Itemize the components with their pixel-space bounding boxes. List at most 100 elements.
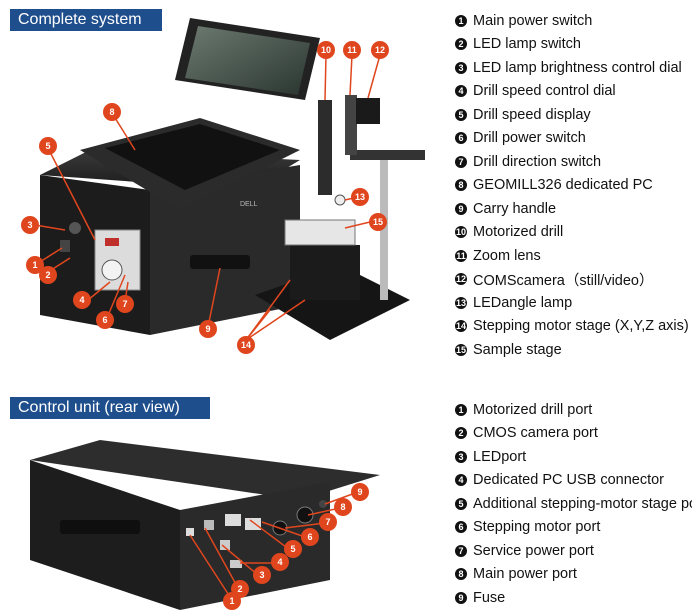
legend-label: Stepping motor stage (X,Y,Z axis) [473, 318, 689, 335]
legend-item: 8 GEOMILL326 dedicated PC [455, 174, 689, 198]
camera-port [204, 520, 214, 530]
legend-number: 6 [455, 132, 467, 145]
legend-item: 1 Motorized drill port [455, 398, 692, 422]
svg-text:14: 14 [241, 340, 251, 350]
stepping-motor-stage [290, 245, 360, 300]
legend-label: Drill direction switch [473, 153, 602, 170]
svg-text:1: 1 [229, 596, 234, 606]
legend-label: Service power port [473, 542, 594, 559]
legend-label: LEDport [473, 448, 527, 465]
legend-number: 7 [455, 155, 467, 168]
svg-text:12: 12 [375, 45, 385, 55]
legend-item: 4 Drill speed control dial [455, 80, 689, 104]
legend-label: COMScamera（still/video） [473, 272, 654, 289]
callout-badges: 1 2 3 4 5 6 7 8 9 10 11 12 13 14 15 1 2 … [21, 41, 389, 610]
legend-number: 4 [455, 474, 467, 487]
legend-label: Drill speed control dial [473, 83, 616, 100]
legend-label: Stepping motor port [473, 519, 601, 536]
legend-number: 2 [455, 427, 467, 440]
legend-label: Motorized drill port [473, 401, 593, 418]
section-title-complete-system: Complete system [10, 9, 162, 31]
legend-item: 12 COMScamera（still/video） [455, 268, 689, 292]
zoom-lens [345, 95, 357, 155]
svg-text:7: 7 [325, 517, 330, 527]
svg-text:13: 13 [355, 192, 365, 202]
legend-label: CMOS camera port [473, 425, 598, 442]
main-power-switch [60, 240, 70, 252]
legend-item: 6 Drill power switch [455, 127, 689, 151]
svg-text:7: 7 [122, 299, 127, 309]
svg-text:9: 9 [205, 324, 210, 334]
legend-item: 4 Dedicated PC USB connector [455, 469, 692, 493]
legend-number: 11 [455, 249, 467, 262]
main-power-port [296, 506, 314, 524]
legend-item: 8 Main power port [455, 563, 692, 587]
svg-text:6: 6 [102, 315, 107, 325]
motorized-drill [318, 100, 332, 195]
callout-lines [34, 54, 381, 601]
laptop-keyboard [105, 124, 280, 190]
stage-port-1 [225, 514, 241, 526]
legend-label: Main power port [473, 566, 577, 583]
speed-display [105, 238, 119, 246]
legend-number: 8 [455, 568, 467, 581]
legend-number: 4 [455, 85, 467, 98]
legend-item: 14 Stepping motor stage (X,Y,Z axis) [455, 315, 689, 339]
legend-label: Additional stepping-motor stage por [473, 495, 692, 512]
legend-number: 6 [455, 521, 467, 534]
svg-text:8: 8 [340, 502, 345, 512]
legend-number: 9 [455, 202, 467, 215]
svg-text:8: 8 [109, 107, 114, 117]
rear-box-top [30, 440, 380, 500]
legend-item: 5 Additional stepping-motor stage por [455, 492, 692, 516]
laptop-screen [185, 26, 310, 95]
legend-number: 14 [455, 320, 467, 333]
legend-label: GEOMILL326 dedicated PC [473, 177, 653, 194]
legend-label: Drill speed display [473, 106, 591, 123]
complete-system-photo: DELL [40, 18, 425, 340]
legend-number: 8 [455, 179, 467, 192]
legend-number: 9 [455, 591, 467, 604]
carry-handle [190, 255, 250, 269]
stage-port-2 [245, 518, 261, 530]
legend-number: 12 [455, 273, 467, 286]
legend-item: 7 Service power port [455, 539, 692, 563]
svg-text:6: 6 [307, 532, 312, 542]
drill-speed-dial [101, 259, 123, 281]
svg-text:10: 10 [321, 45, 331, 55]
legend-number: 15 [455, 343, 467, 356]
legend-number: 7 [455, 544, 467, 557]
legend-label: LED lamp brightness control dial [473, 59, 682, 76]
legend-label: Motorized drill [473, 224, 564, 241]
legend-item: 6 Stepping motor port [455, 516, 692, 540]
svg-text:15: 15 [373, 217, 383, 227]
legend-number: 5 [455, 497, 467, 510]
svg-text:5: 5 [45, 141, 50, 151]
svg-text:4: 4 [79, 295, 84, 305]
legend-number: 2 [455, 38, 467, 51]
svg-text:3: 3 [27, 220, 32, 230]
fuse [319, 500, 327, 508]
legend-label: Drill power switch [473, 130, 586, 147]
legend-label: Main power switch [473, 12, 593, 29]
svg-text:5: 5 [290, 544, 295, 554]
section-title-control-unit: Control unit (rear view) [10, 397, 210, 419]
usb-port [230, 560, 242, 568]
legend-label: LEDangle lamp [473, 294, 573, 311]
legend-label: LED lamp switch [473, 36, 581, 53]
rear-handle [60, 520, 140, 534]
cmos-camera [356, 98, 380, 124]
legend-number: 1 [455, 403, 467, 416]
legend-label: Dedicated PC USB connector [473, 472, 665, 489]
drill-port [186, 528, 194, 536]
legend-item: 2 CMOS camera port [455, 422, 692, 446]
